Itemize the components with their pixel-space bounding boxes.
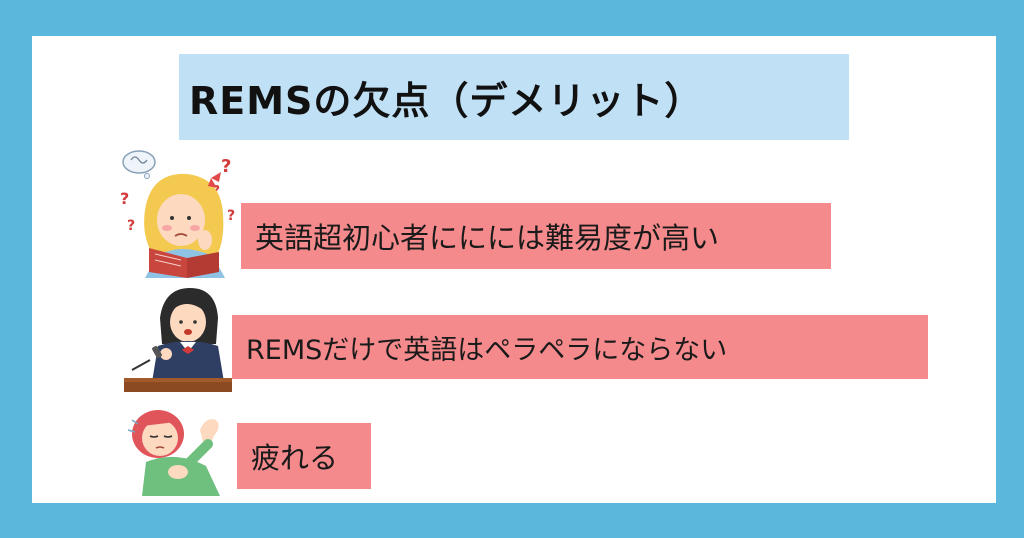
svg-text:?: ? xyxy=(227,208,235,224)
title-banner: REMSの欠点（デメリット） xyxy=(179,54,849,140)
confused-girl-illustration: ? ? ? ? ? xyxy=(120,150,235,278)
drawback-item-1: 英語超初心者ににには難易度が高い xyxy=(241,203,831,269)
svg-text:?: ? xyxy=(127,218,135,234)
tired-woman-illustration xyxy=(127,410,220,496)
drawback-item-3: 疲れる xyxy=(237,423,371,489)
svg-text:?: ? xyxy=(221,156,231,177)
page-title: REMSの欠点（デメリット） xyxy=(189,78,704,123)
drawback-text-3: 疲れる xyxy=(251,441,339,475)
content-card: REMSの欠点（デメリット） ? ? ? ? ? 英語超初心者ににに xyxy=(32,36,996,503)
svg-text:?: ? xyxy=(120,189,129,208)
drawback-text-2: REMSだけで英語はペラペラにならない xyxy=(246,334,728,366)
drawback-item-2: REMSだけで英語はペラペラにならない xyxy=(232,315,928,379)
svg-text:?: ? xyxy=(213,183,220,197)
drawback-text-1: 英語超初心者ににには難易度が高い xyxy=(255,221,720,255)
speaker-at-podium-illustration xyxy=(124,288,232,392)
